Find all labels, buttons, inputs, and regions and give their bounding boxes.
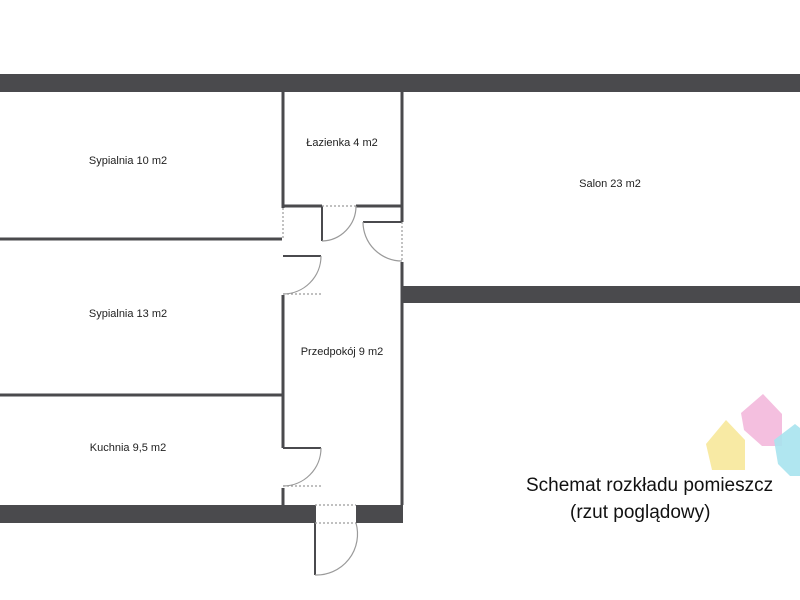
- partitions: [0, 92, 404, 505]
- bathroom-door: [321, 205, 357, 242]
- kitchen-door: [282, 447, 322, 487]
- bottom-outer-wall-left: [0, 505, 315, 523]
- salon-lower-wall: [402, 286, 800, 303]
- walls: [0, 74, 800, 523]
- room-label-bedroom-1: Sypialnia 10 m2: [89, 155, 167, 167]
- caption: Schemat rozkładu pomieszcz (rzut poglądo…: [526, 475, 773, 523]
- room-labels: Sypialnia 10 m2 Łazienka 4 m2 Salon 23 m…: [89, 137, 641, 454]
- logo: [706, 394, 800, 476]
- doors: [282, 205, 403, 576]
- room-label-bedroom-2: Sypialnia 13 m2: [89, 308, 167, 320]
- entrance-door: [314, 504, 359, 576]
- room-label-bathroom: Łazienka 4 m2: [306, 137, 378, 149]
- logo-cyan-house: [774, 424, 800, 476]
- logo-yellow-house: [706, 420, 745, 470]
- room-label-kitchen: Kuchnia 9,5 m2: [90, 442, 166, 454]
- top-outer-wall: [0, 74, 800, 92]
- room-label-living-room: Salon 23 m2: [579, 178, 641, 190]
- bedroom2-door: [282, 255, 322, 295]
- salon-door: [362, 221, 403, 262]
- logo-pink-house: [741, 394, 782, 446]
- bottom-outer-wall-right: [356, 505, 403, 523]
- caption-subtitle: (rzut poglądowy): [570, 502, 710, 523]
- room-label-hallway: Przedpokój 9 m2: [301, 346, 384, 358]
- caption-title: Schemat rozkładu pomieszcz: [526, 475, 773, 496]
